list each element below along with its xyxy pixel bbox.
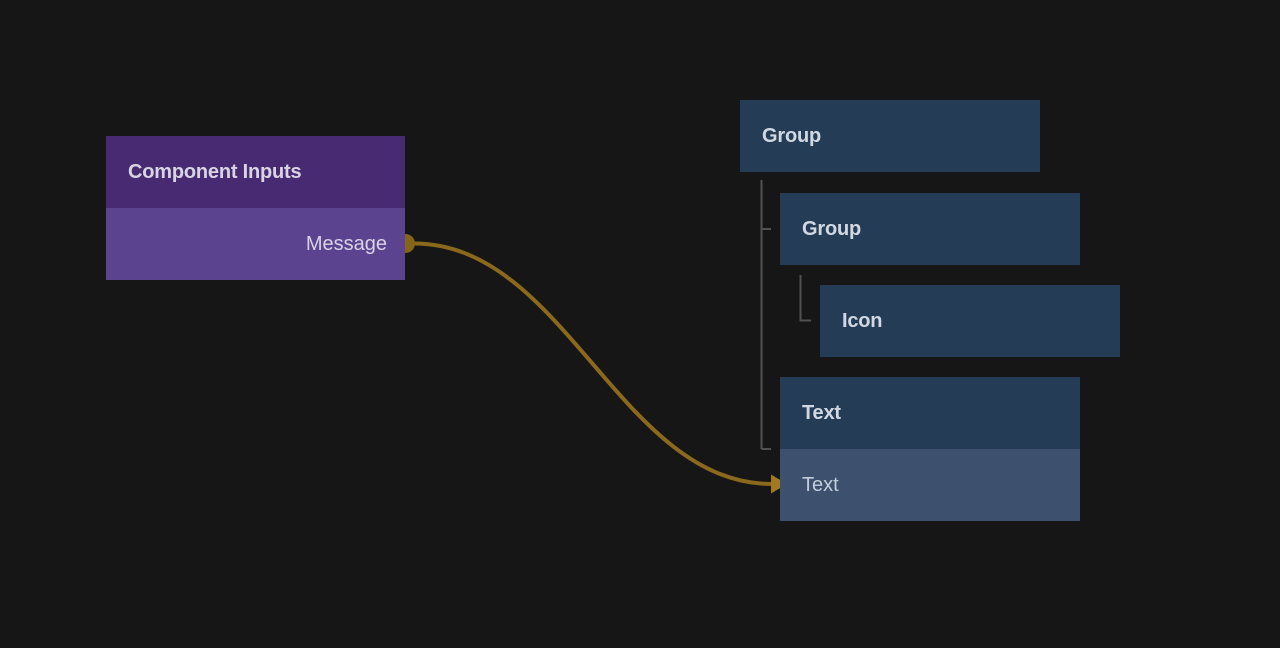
- layer-node-text[interactable]: Text Text: [780, 377, 1080, 521]
- input-row-message-label: Message: [305, 232, 387, 255]
- component-inputs-title: Component Inputs: [128, 160, 302, 183]
- layer-node-icon-header[interactable]: Icon: [820, 285, 1120, 357]
- target-row-text[interactable]: Text: [780, 449, 1080, 521]
- input-row-message[interactable]: Message: [106, 208, 405, 280]
- component-inputs-node[interactable]: Component Inputs Message: [106, 136, 405, 280]
- layer-node-group-inner-header[interactable]: Group: [780, 193, 1080, 265]
- connection-wire[interactable]: [413, 241, 773, 486]
- layer-label: Group: [762, 124, 821, 147]
- layer-node-icon[interactable]: Icon: [820, 285, 1120, 357]
- layer-node-group-outer-header[interactable]: Group: [740, 100, 1040, 172]
- layer-node-text-header[interactable]: Text: [780, 377, 1080, 449]
- tree-line-level-2: [799, 275, 811, 322]
- component-inputs-header[interactable]: Component Inputs: [106, 136, 405, 208]
- target-row-text-label: Text: [802, 473, 839, 496]
- layer-label: Icon: [842, 309, 883, 332]
- tree-line-level-1: [760, 180, 771, 450]
- layer-label: Group: [802, 217, 861, 240]
- layer-node-group-outer[interactable]: Group: [740, 100, 1040, 172]
- layer-label: Text: [802, 401, 841, 424]
- layer-node-group-inner[interactable]: Group: [780, 193, 1080, 265]
